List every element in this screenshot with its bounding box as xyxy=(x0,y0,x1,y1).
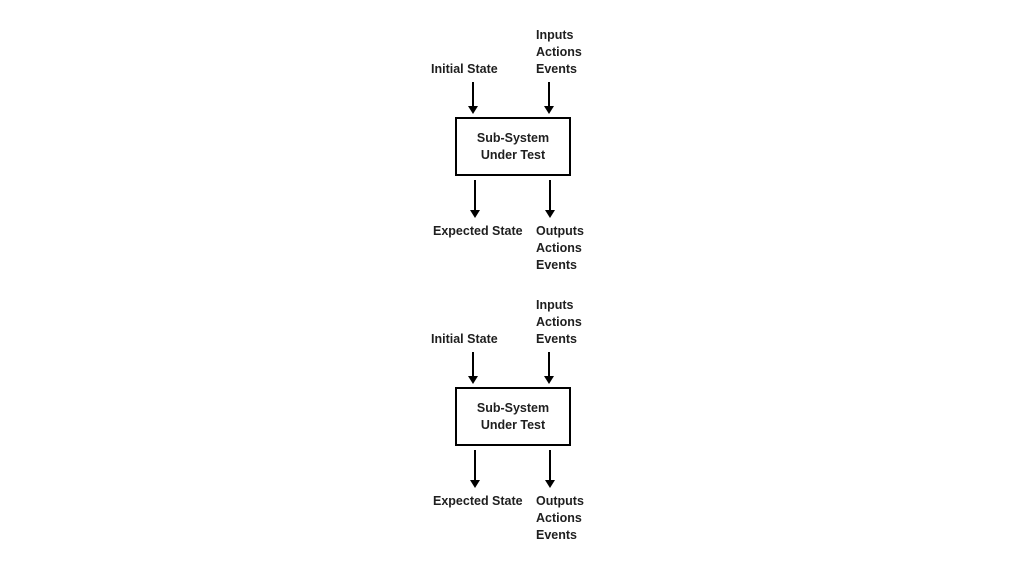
arrow-down-inputs xyxy=(543,352,555,384)
arrow-shaft xyxy=(472,352,474,376)
arrow-down-expected-state xyxy=(469,180,481,218)
test-diagram-2: Initial State Inputs Actions Events Sub-… xyxy=(0,270,1024,542)
arrowhead-down-icon xyxy=(545,210,555,218)
arrow-down-expected-state xyxy=(469,450,481,488)
arrow-shaft xyxy=(472,82,474,106)
initial-state-label: Initial State xyxy=(431,332,498,346)
initial-state-label: Initial State xyxy=(431,62,498,76)
expected-state-label: Expected State xyxy=(433,494,523,508)
sub-system-under-test-label: Sub-System Under Test xyxy=(476,400,550,432)
sub-system-under-test-box: Sub-System Under Test xyxy=(455,117,571,176)
arrowhead-down-icon xyxy=(544,106,554,114)
arrowhead-down-icon xyxy=(544,376,554,384)
arrow-down-outputs xyxy=(544,450,556,488)
inputs-actions-events-label: Inputs Actions Events xyxy=(536,298,582,346)
arrowhead-down-icon xyxy=(470,480,480,488)
arrow-down-initial-state xyxy=(467,352,479,384)
arrow-shaft xyxy=(548,352,550,376)
sub-system-under-test-label: Sub-System Under Test xyxy=(476,130,550,162)
arrowhead-down-icon xyxy=(545,480,555,488)
sub-system-under-test-box: Sub-System Under Test xyxy=(455,387,571,446)
outputs-actions-events-label: Outputs Actions Events xyxy=(536,494,584,542)
arrowhead-down-icon xyxy=(470,210,480,218)
arrowhead-down-icon xyxy=(468,376,478,384)
arrow-shaft xyxy=(548,82,550,106)
arrow-down-initial-state xyxy=(467,82,479,114)
outputs-actions-events-label: Outputs Actions Events xyxy=(536,224,584,272)
arrow-down-outputs xyxy=(544,180,556,218)
arrow-shaft xyxy=(549,180,551,210)
arrowhead-down-icon xyxy=(468,106,478,114)
arrow-shaft xyxy=(549,450,551,480)
test-diagram-1: Initial State Inputs Actions Events Sub-… xyxy=(0,0,1024,272)
inputs-actions-events-label: Inputs Actions Events xyxy=(536,28,582,76)
arrow-shaft xyxy=(474,450,476,480)
expected-state-label: Expected State xyxy=(433,224,523,238)
arrow-down-inputs xyxy=(543,82,555,114)
arrow-shaft xyxy=(474,180,476,210)
